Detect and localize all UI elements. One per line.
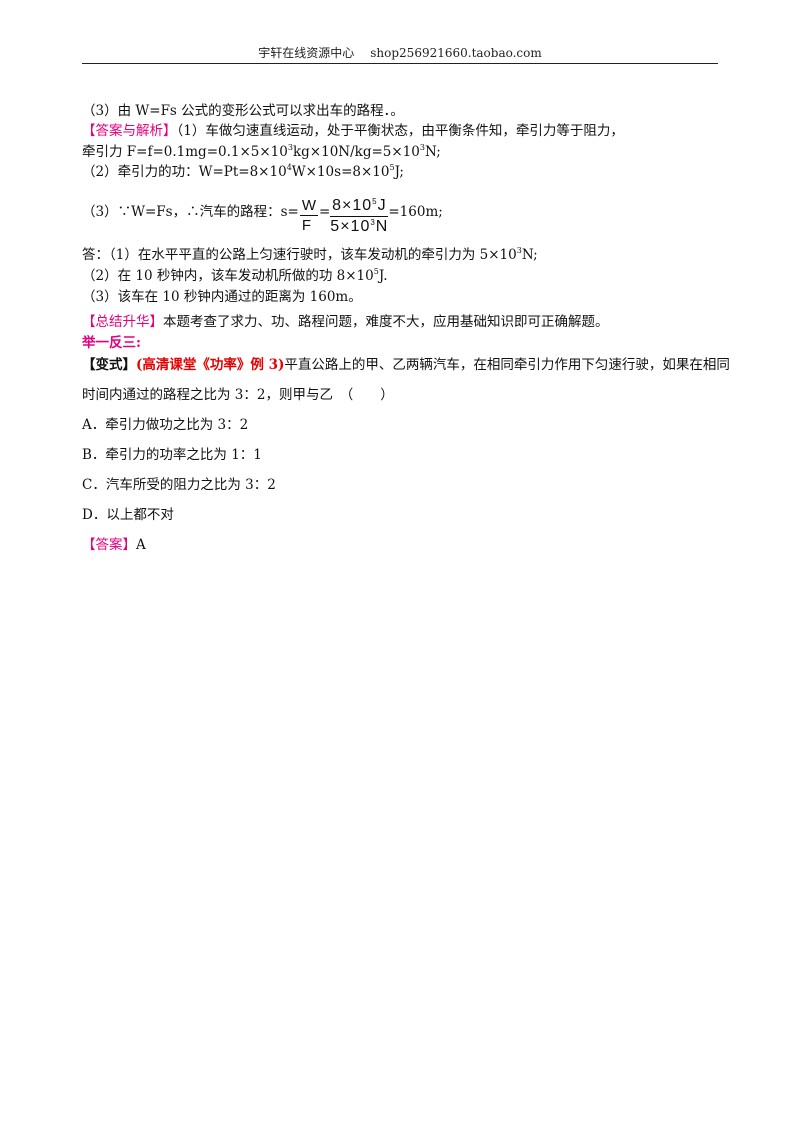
final-answer-line: 【答案】A (82, 537, 146, 553)
page-header: 宇轩在线资源中心 shop256921660.taobao.com (82, 44, 718, 61)
practice-heading: 举一反三: (82, 335, 141, 351)
header-rule (82, 63, 718, 64)
variant-source-tag: (高清课堂《功率》例 3) (136, 357, 285, 373)
answer-analysis-tag: 【答案与解析】 (82, 123, 177, 139)
summary-line: 【总结升华】本题考查了求力、功、路程问题，难度不大，应用基础知识即可正确解题。 (82, 314, 609, 330)
option-c: C．汽车所受的阻力之比为 3：2 (82, 477, 276, 493)
answer-analysis-line: 【答案与解析】（1）车做匀速直线运动，处于平衡状态，由平衡条件知，牵引力等于阻力… (82, 123, 624, 139)
traction-force-line: 牵引力 F=f=0.1mg=0.1×5×103kg×10N/kg=5×103N; (82, 143, 441, 161)
work-line: （2）牵引力的功：W=Pt=8×104W×10s=8×105J; (82, 163, 404, 181)
variant-question-line-1: 【变式】(高清课堂《功率》例 3)平直公路上的甲、乙两辆汽车，在相同牵引力作用下… (82, 357, 730, 373)
answer-line-2: （2）在 10 秒钟内，该车发动机所做的功 8×105J. (82, 267, 388, 285)
variant-tag: 【变式】 (82, 357, 136, 373)
option-d: D．以上都不对 (82, 507, 174, 523)
header-site-name: 宇轩在线资源中心 (258, 46, 355, 60)
summary-tag: 【总结升华】 (82, 314, 163, 330)
option-a: A．牵引力做功之比为 3：2 (82, 417, 249, 433)
answer-line-1: 答：（1）在水平平直的公路上匀速行驶时，该车发动机的牵引力为 5×103N; (82, 246, 538, 264)
option-b: B．牵引力的功率之比为 1：1 (82, 447, 262, 463)
variant-question-line-2: 时间内通过的路程之比为 3：2，则甲与乙 （ ） (82, 387, 394, 403)
answer-line-3: （3）该车在 10 秒钟内通过的距离为 160m。 (82, 289, 362, 305)
answer-tag: 【答案】 (82, 537, 136, 553)
analysis-step-3: （3）由 W=Fs 公式的变形公式可以求出车的路程．。 (82, 103, 404, 119)
header-shop-url: shop256921660.taobao.com (370, 46, 542, 60)
